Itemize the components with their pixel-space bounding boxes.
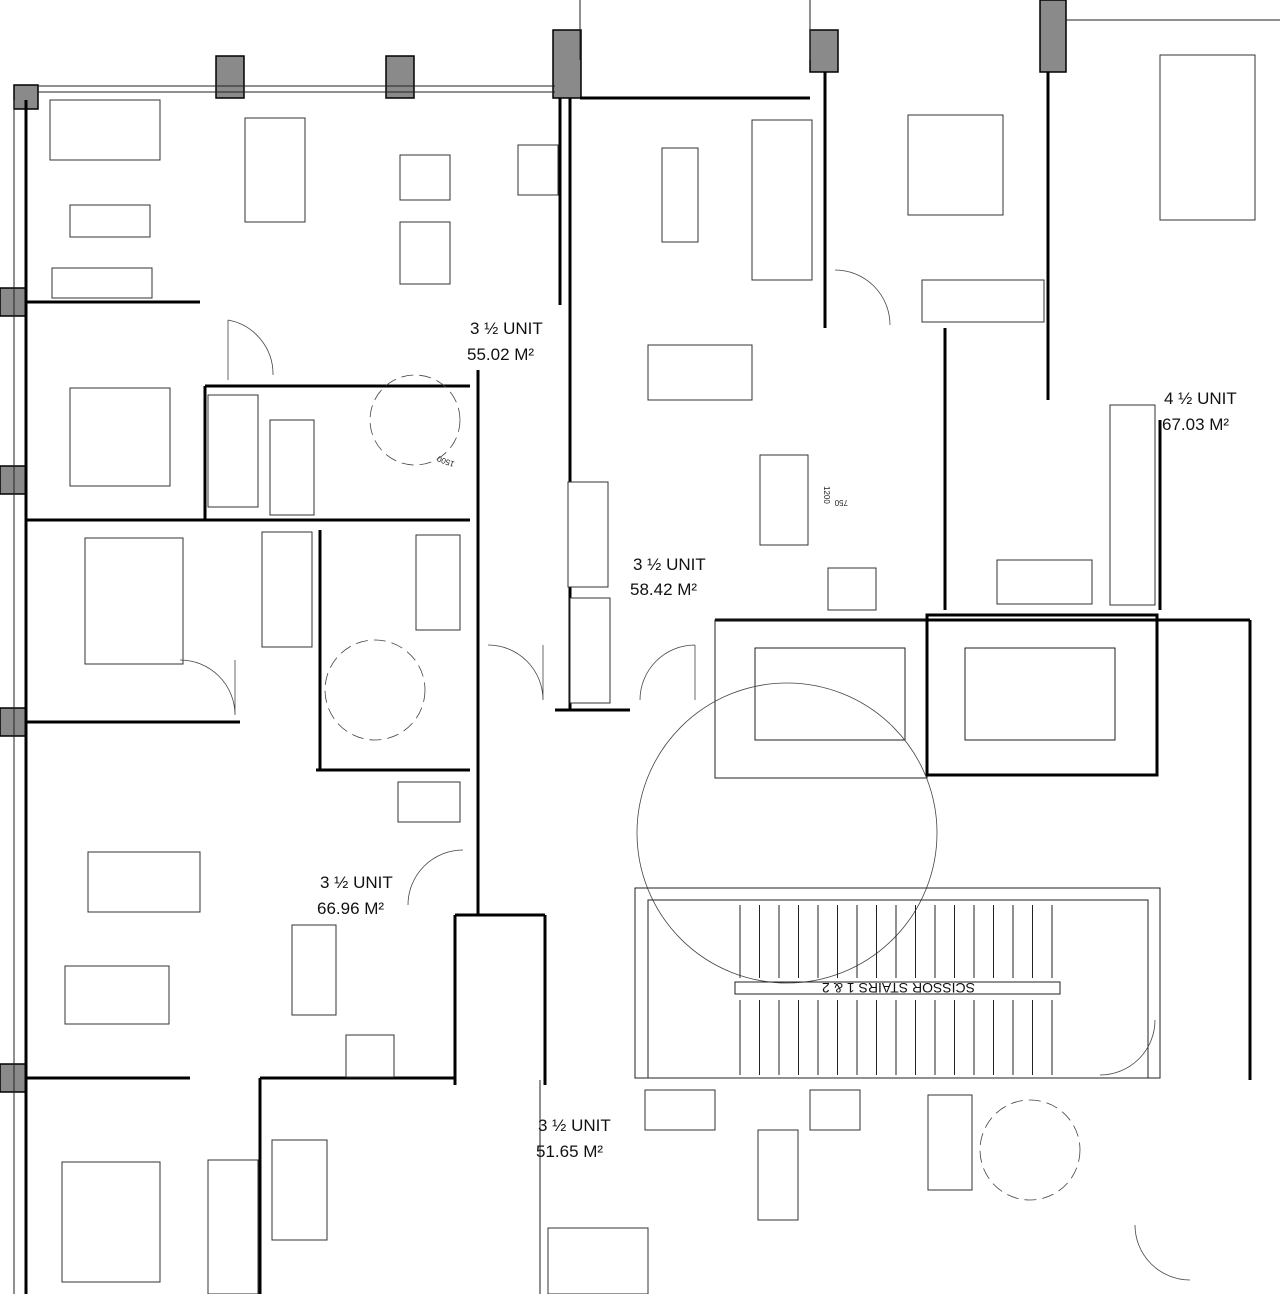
unit-area: 58.42 M² xyxy=(630,580,697,599)
unit-type: 3 ½ UNIT xyxy=(538,1116,611,1135)
unit-label-5: 3 ½ UNIT 51.65 M² xyxy=(536,1116,611,1161)
unit-area: 67.03 M² xyxy=(1162,415,1229,434)
dimension-1500: 1500 xyxy=(435,454,455,469)
unit-label-1: 3 ½ UNIT 55.02 M² xyxy=(467,319,543,364)
elevators xyxy=(636,613,1159,984)
unit-label-2: 3 ½ UNIT 58.42 M² xyxy=(630,555,706,599)
unit-type: 3 ½ UNIT xyxy=(470,319,543,338)
furniture xyxy=(49,54,1256,1294)
doors xyxy=(179,269,1191,1281)
unit-area: 51.65 M² xyxy=(536,1142,603,1161)
unit-area: 66.96 M² xyxy=(317,899,384,918)
unit-label-4: 3 ½ UNIT 66.96 M² xyxy=(317,873,393,918)
walls xyxy=(13,0,1280,1294)
scissor-stairs xyxy=(634,887,1161,1079)
unit-type: 3 ½ UNIT xyxy=(320,873,393,892)
dimension-1200: 1200 xyxy=(822,486,831,504)
dimension-750: 750 xyxy=(834,498,848,507)
unit-type: 3 ½ UNIT xyxy=(633,555,706,574)
unit-label-3: 4 ½ UNIT 67.03 M² xyxy=(1162,389,1237,434)
stairs-label: SCISSOR STAIRS 1 & 2 xyxy=(822,980,975,996)
unit-area: 55.02 M² xyxy=(467,345,534,364)
structural-columns xyxy=(0,0,1067,1093)
unit-type: 4 ½ UNIT xyxy=(1164,389,1237,408)
